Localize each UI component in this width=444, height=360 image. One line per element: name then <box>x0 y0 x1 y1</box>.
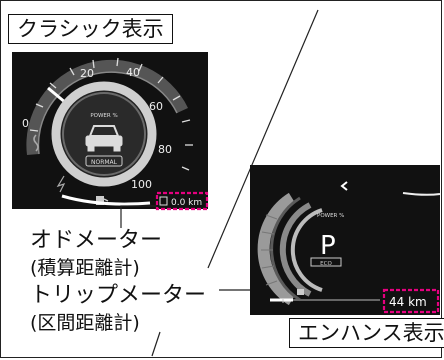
enhance-power-label: POWER % <box>317 213 344 219</box>
odometer-icon <box>159 196 168 206</box>
fuel-icon <box>96 196 109 205</box>
tick-label: 100 <box>131 178 152 191</box>
divider-line-lower <box>151 331 161 357</box>
chevron-left-icon <box>340 181 348 191</box>
odometer-callout: オドメーター <box>30 228 163 253</box>
charge-mark <box>33 134 39 152</box>
enhance-eco-badge <box>310 257 342 267</box>
classic-mode-text: NORMAL <box>91 159 118 166</box>
enhance-label: エンハンス表示 <box>289 318 444 348</box>
lamp-icon <box>297 289 304 295</box>
classic-mode-badge <box>85 155 123 167</box>
tick-label: 0 <box>22 117 29 130</box>
tick-label: 40 <box>126 66 140 79</box>
classic-power-label: POWER % <box>90 113 117 119</box>
trip-value: 44 km <box>389 295 427 309</box>
gear-indicator: P <box>320 231 336 261</box>
enhance-arc-ticks <box>261 214 278 286</box>
tick-label: 80 <box>158 143 172 156</box>
classic-panel <box>12 52 209 211</box>
eco-mark <box>56 175 66 193</box>
enhance-panel <box>250 165 441 315</box>
tripmeter-callout: トリップメーター <box>30 283 207 308</box>
enhance-arc-gauge <box>257 192 323 306</box>
trip-highlight <box>382 288 440 314</box>
tick-label: 60 <box>149 100 163 113</box>
classic-tick-marks <box>29 57 193 171</box>
classic-scale-arc <box>37 71 178 155</box>
car-icon <box>85 125 123 152</box>
classic-scale-ring <box>26 59 188 155</box>
odometer-note: (積算距離計) <box>30 257 140 279</box>
chevron-right-icon <box>402 192 441 196</box>
classic-center-disc <box>62 92 146 176</box>
classic-label: クラシック表示 <box>8 14 173 44</box>
fuel-gauge-bar <box>61 194 151 206</box>
odometer-leader <box>120 205 157 228</box>
tick-label: 20 <box>80 67 94 80</box>
tripmeter-note: (区間距離計) <box>30 312 140 334</box>
odometer-highlight <box>155 191 209 211</box>
divider-line <box>207 9 319 269</box>
odometer-value: 0.0 km <box>171 198 202 208</box>
enhance-eco-text: ECO <box>320 261 332 267</box>
